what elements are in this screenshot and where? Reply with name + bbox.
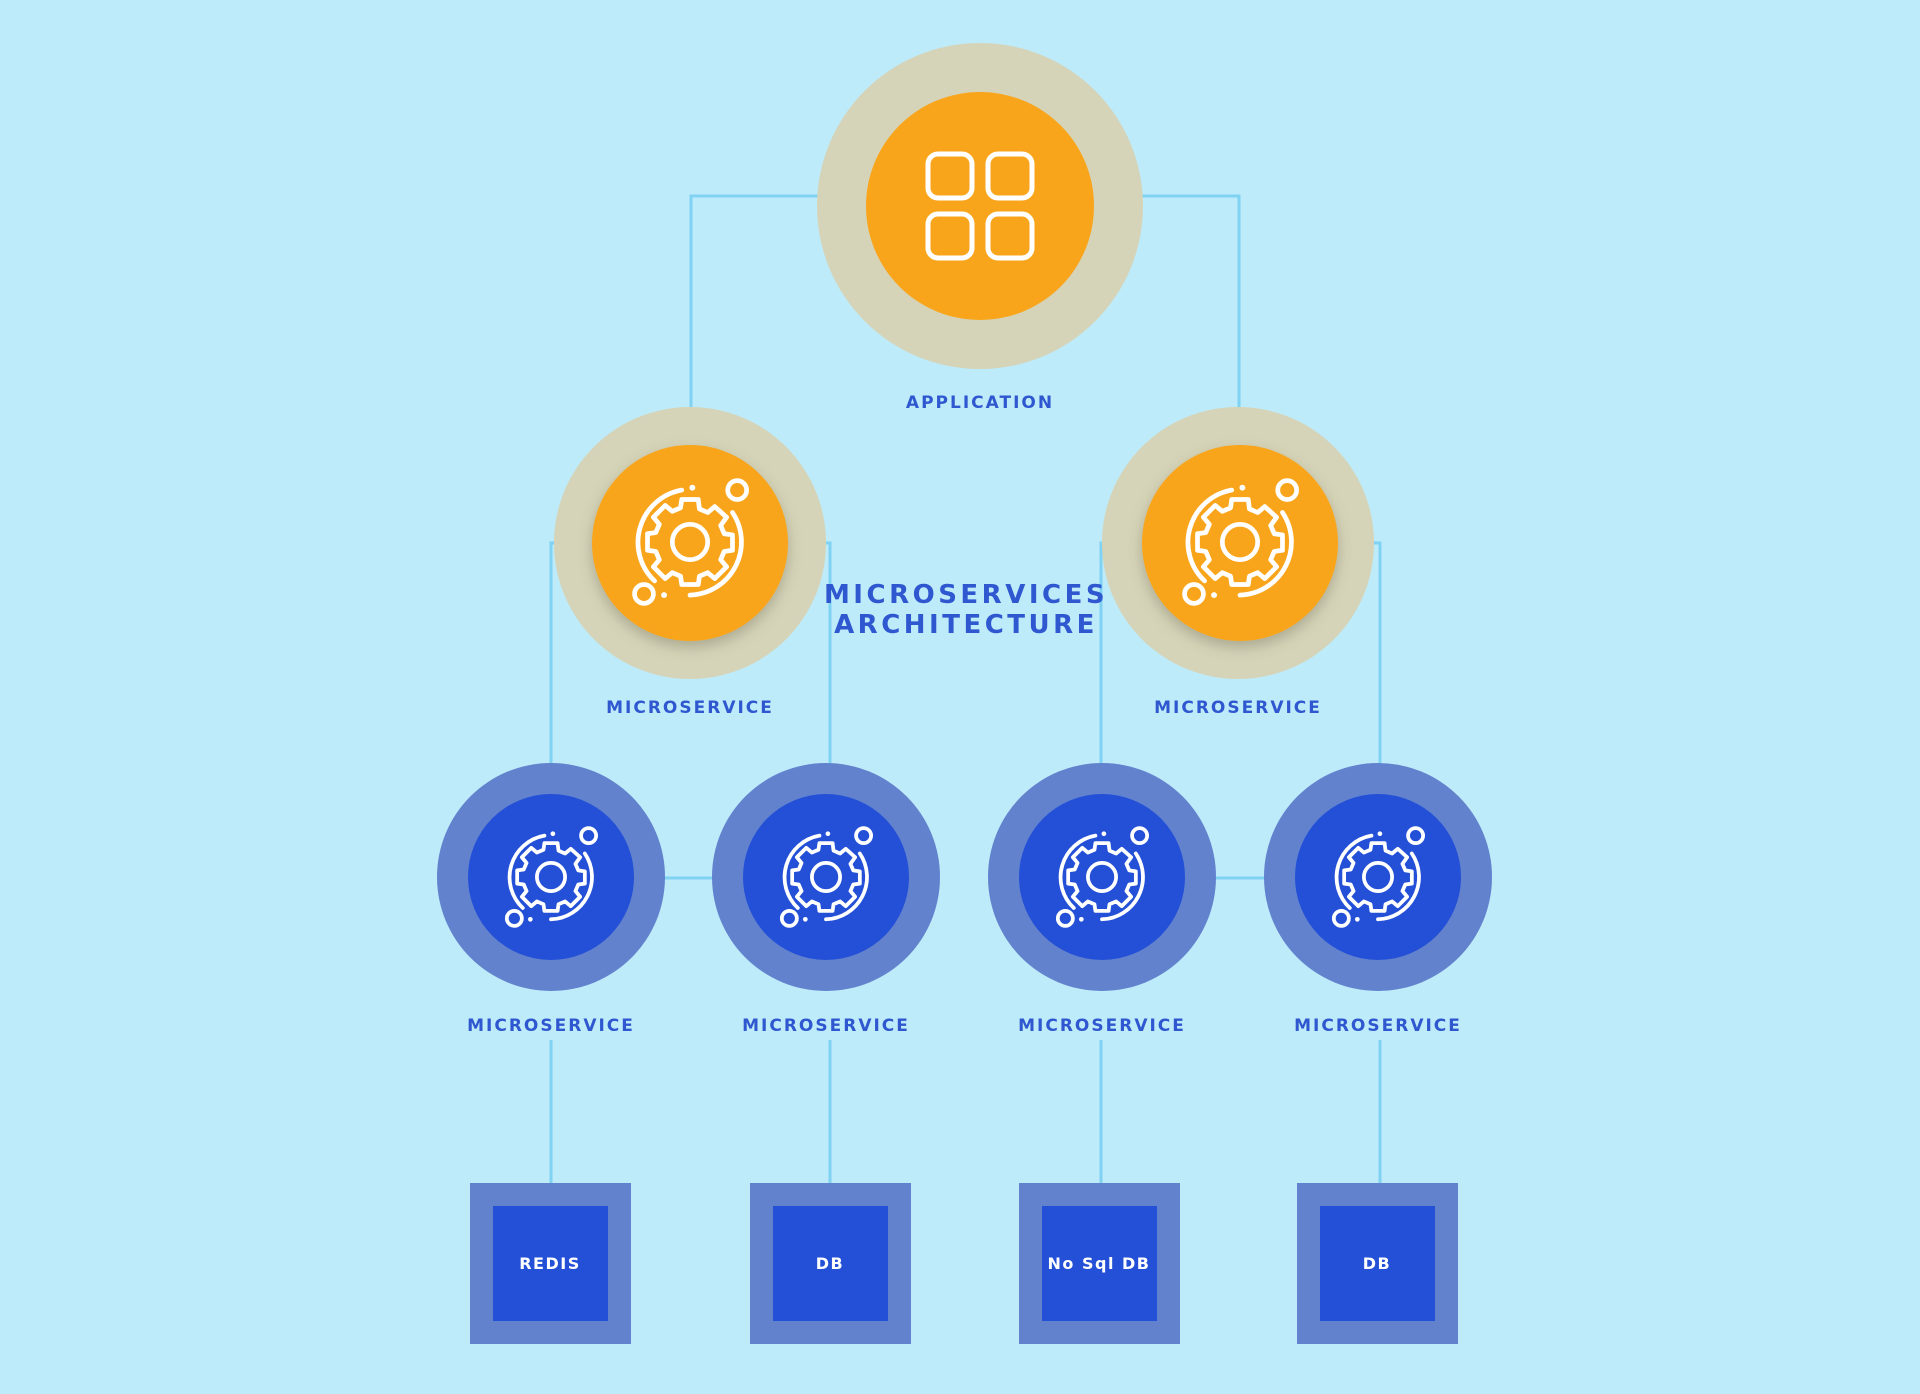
store-core [493,1206,608,1321]
subservice-label-1: MICROSERVICE [467,1016,635,1036]
service-node-1 [554,407,826,679]
subservice-node-4 [1264,763,1492,991]
store-core [1320,1206,1435,1321]
application-node [817,43,1143,369]
store-node-2: DB [750,1183,911,1344]
subservice-core [1019,794,1185,960]
connector-app-right [1140,194,1241,445]
subservice-core [1295,794,1461,960]
diagram-title: MICROSERVICES ARCHITECTURE [824,580,1108,640]
subservice-core [468,794,634,960]
store-label: REDIS [519,1254,581,1273]
app-grid-icon [925,151,1035,261]
diagram-title-line1: MICROSERVICES [823,580,1109,610]
store-node-3: No Sql DB [1019,1183,1180,1344]
diagram-title-line2: ARCHITECTURE [834,610,1098,640]
store-core [773,1206,888,1321]
service-core [1142,445,1338,641]
service-core [592,445,788,641]
service-label-2: MICROSERVICE [1154,698,1322,718]
application-label: APPLICATION [905,393,1055,413]
store-core [1042,1206,1157,1321]
store-label: DB [816,1254,844,1273]
subservice-core [743,794,909,960]
service-node-2 [1102,407,1374,679]
subservice-label-2: MICROSERVICE [742,1016,910,1036]
subservice-node-3 [988,763,1216,991]
subservice-label-4: MICROSERVICE [1294,1016,1462,1036]
connector-app-left [689,194,820,445]
store-label: No Sql DB [1048,1254,1151,1273]
subservice-node-1 [437,763,665,991]
service-label-1: MICROSERVICE [606,698,774,718]
store-label: DB [1363,1254,1391,1273]
application-core [866,92,1094,320]
store-node-4: DB [1297,1183,1458,1344]
subservice-label-3: MICROSERVICE [1018,1016,1186,1036]
subservice-node-2 [712,763,940,991]
store-node-1: REDIS [470,1183,631,1344]
